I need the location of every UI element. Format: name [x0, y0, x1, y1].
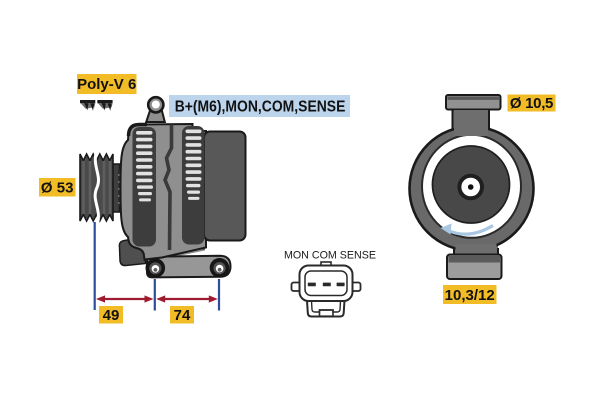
svg-text:MON COM SENSE: MON COM SENSE — [284, 250, 376, 262]
svg-text:74: 74 — [174, 307, 191, 324]
svg-text:Ø 10,5: Ø 10,5 — [510, 95, 553, 112]
svg-text:B+(M6),MON,COM,SENSE: B+(M6),MON,COM,SENSE — [175, 99, 346, 116]
svg-text:Poly-V 6: Poly-V 6 — [77, 76, 136, 93]
svg-text:49: 49 — [103, 307, 120, 324]
svg-text:Ø 53: Ø 53 — [41, 180, 74, 197]
svg-text:10,3/12: 10,3/12 — [445, 287, 495, 304]
